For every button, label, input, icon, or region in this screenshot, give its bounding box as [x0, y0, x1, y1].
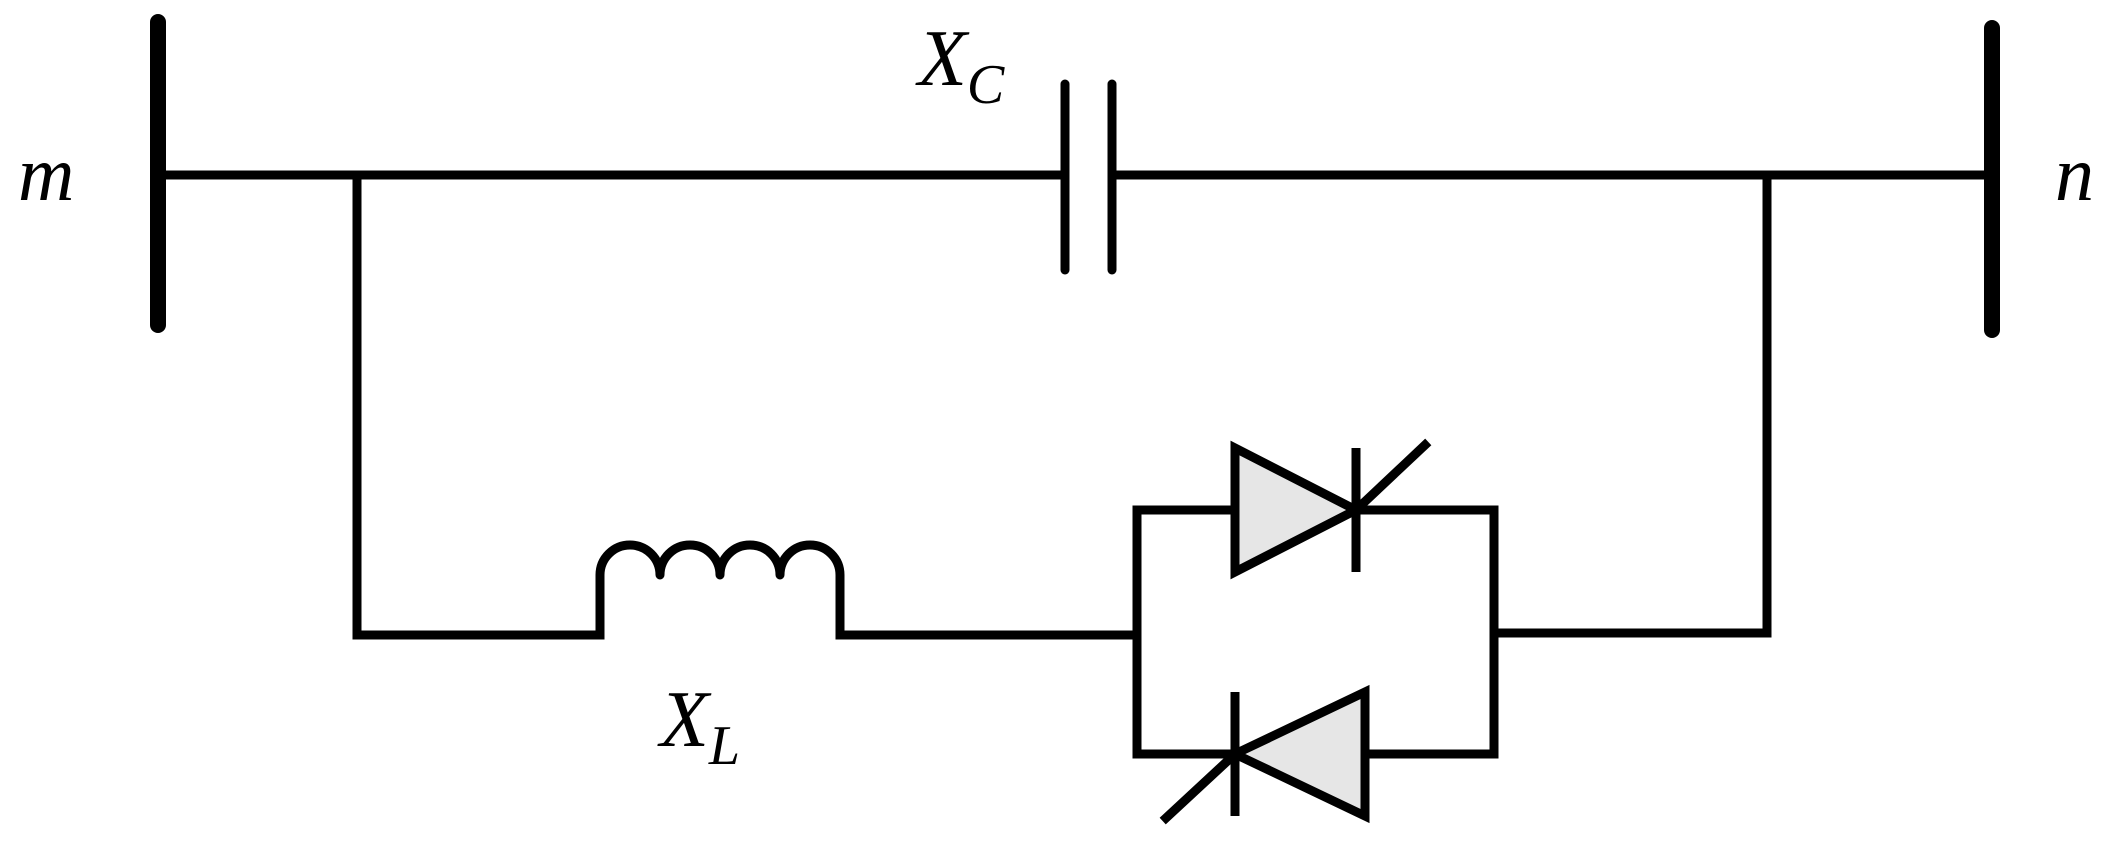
bus-m-label: m — [18, 130, 74, 217]
thyristor-reverse — [1132, 684, 1499, 825]
inductor-label-symbol: X — [657, 676, 712, 764]
thyristor-forward — [1132, 438, 1499, 580]
capacitor-label-symbol: X — [915, 15, 970, 103]
capacitor-label-subscript: C — [967, 54, 1005, 116]
branch-wire-left — [352, 170, 605, 640]
thyristor-reverse-gate — [1159, 747, 1242, 825]
bus-n-label: n — [2055, 130, 2094, 217]
inductor-label: XL — [657, 676, 740, 777]
inductor-coil — [595, 540, 845, 635]
thyristor-reverse-triangle — [1224, 684, 1370, 824]
capacitor-label: XC — [915, 15, 1005, 116]
branch-wire-right — [1489, 170, 1772, 638]
inductor-label-subscript: L — [708, 715, 740, 777]
thyristor-forward-gate — [1349, 438, 1432, 517]
thyristor-forward-triangle — [1230, 440, 1366, 580]
